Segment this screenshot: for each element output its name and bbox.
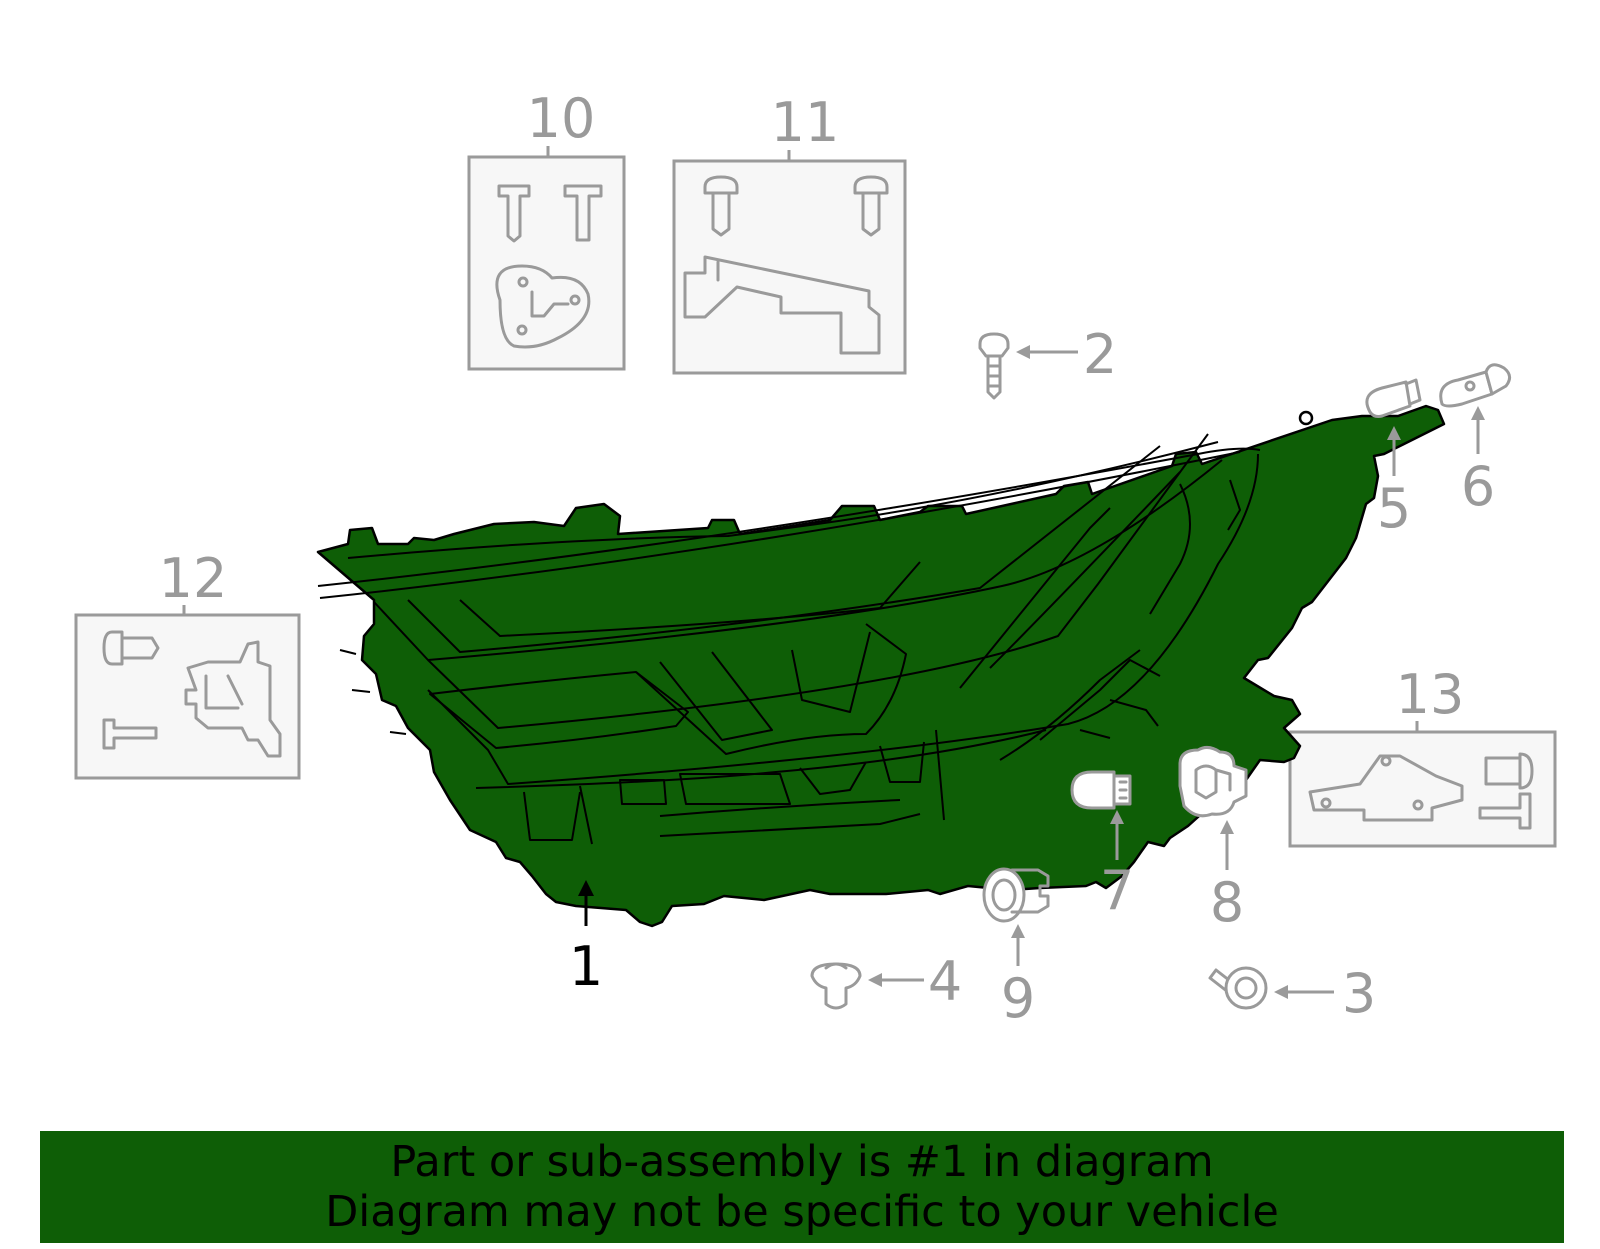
callout-3: 3	[1342, 962, 1376, 1025]
headlamp-housing	[316, 404, 1446, 928]
callout-7: 7	[1100, 859, 1134, 922]
bracket-detail-icon	[530, 290, 570, 318]
bulb-icon	[1365, 380, 1412, 418]
bracket-plate-icon	[1308, 754, 1464, 822]
part-7[interactable]	[1070, 770, 1132, 810]
pin-clip-icon	[497, 184, 531, 243]
callout-6: 6	[1461, 455, 1495, 518]
callout-1: 1	[569, 935, 603, 998]
pin-clip-icon	[563, 184, 603, 242]
headlamp-assembly[interactable]	[316, 404, 1446, 928]
part-4[interactable]	[810, 962, 862, 1010]
part-3[interactable]	[1208, 966, 1268, 1010]
part-8[interactable]	[1178, 745, 1248, 818]
callout-11: 11	[771, 91, 840, 154]
callout-5: 5	[1377, 477, 1411, 540]
part-6[interactable]	[1439, 363, 1511, 408]
part-5[interactable]	[1365, 378, 1422, 418]
part-2[interactable]	[978, 332, 1010, 400]
kit-12[interactable]	[74, 605, 301, 780]
kit-10[interactable]	[467, 146, 626, 371]
grommet-icon	[982, 867, 1026, 923]
kit-11[interactable]	[672, 150, 907, 375]
callout-9: 9	[1001, 967, 1035, 1030]
clip-icon	[810, 962, 862, 1010]
callout-2: 2	[1083, 323, 1117, 386]
kit-13[interactable]	[1288, 721, 1557, 848]
screw-icon	[102, 630, 160, 666]
part-9[interactable]	[982, 867, 1050, 923]
callout-labels: 1 2 3 4 5 6 7 8 9 10 11 12 13	[159, 87, 1496, 1030]
screw-icon	[978, 332, 1010, 358]
washer-icon	[1224, 966, 1268, 1010]
callout-8: 8	[1210, 871, 1244, 934]
callout-4: 4	[928, 950, 962, 1013]
screw-icon	[1484, 752, 1534, 790]
bolt-icon	[1478, 792, 1532, 830]
bolt-icon	[102, 718, 158, 750]
leader-lines	[578, 345, 1485, 999]
bulb-icon	[1070, 770, 1116, 810]
info-banner: Part or sub-assembly is #1 in diagram Di…	[40, 1131, 1564, 1243]
socket-icon	[1178, 745, 1248, 818]
banner-line-1: Part or sub-assembly is #1 in diagram	[390, 1137, 1214, 1187]
banner-line-2: Diagram may not be specific to your vehi…	[325, 1187, 1279, 1237]
callout-10: 10	[527, 87, 596, 150]
bracket-icon	[683, 255, 881, 355]
bracket-plate-icon	[495, 264, 591, 349]
callout-13: 13	[1396, 663, 1465, 726]
callout-12: 12	[159, 547, 228, 610]
screw-icon	[853, 175, 889, 237]
bracket-icon	[184, 640, 282, 758]
kit-10-box	[467, 155, 626, 371]
screw-icon	[703, 175, 739, 237]
